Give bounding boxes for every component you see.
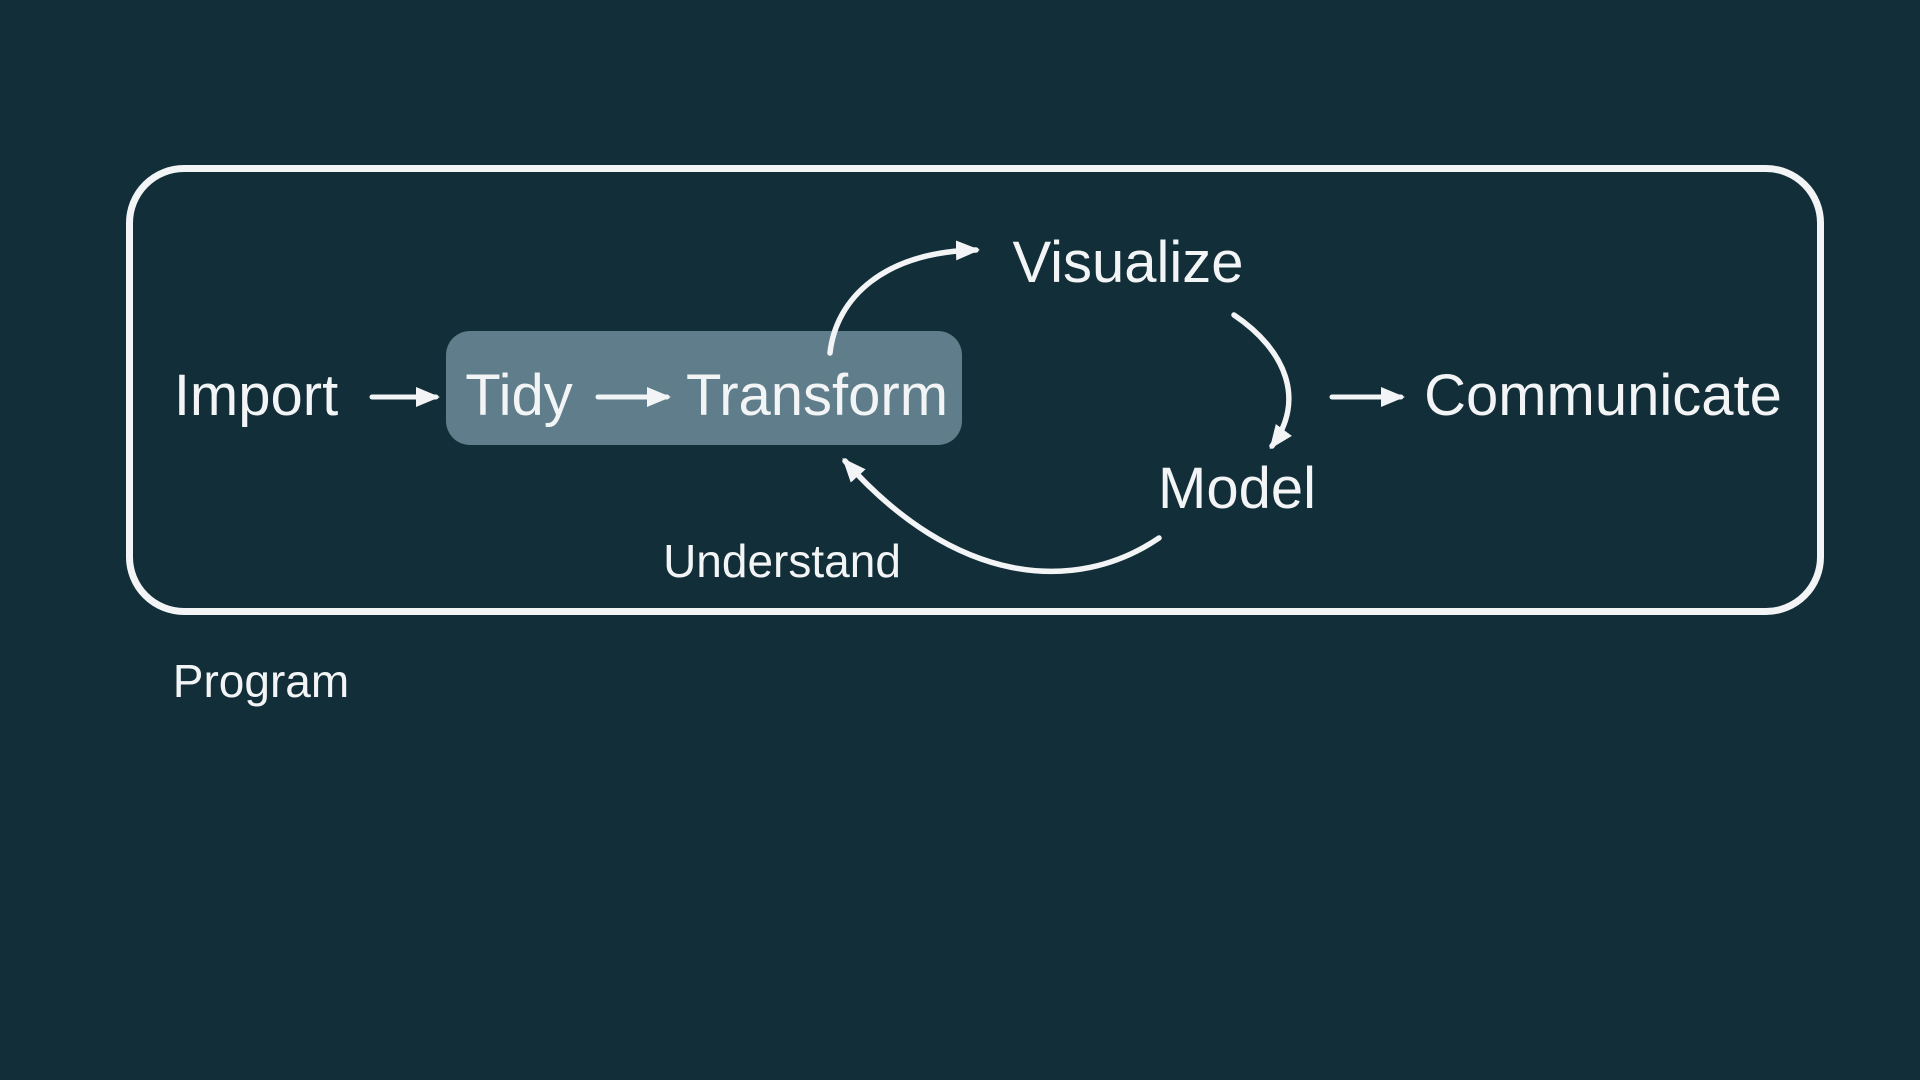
- understand-cycle-label: Understand: [663, 535, 901, 587]
- node-communicate: Communicate: [1424, 363, 1782, 428]
- arrow-transform-to-visualize-icon: [827, 240, 980, 356]
- node-tidy: Tidy: [465, 363, 573, 428]
- node-transform: Transform: [685, 363, 949, 428]
- arrow-model-to-transform-icon: [842, 458, 1162, 574]
- node-visualize: Visualize: [1012, 230, 1244, 295]
- program-outline-box: [126, 165, 1824, 615]
- node-model: Model: [1158, 456, 1316, 521]
- arrow-visualize-to-model-icon: [1231, 312, 1292, 450]
- program-label: Program: [172, 655, 350, 707]
- node-import: Import: [173, 363, 339, 428]
- wrangle-highlight-pill: [446, 331, 962, 445]
